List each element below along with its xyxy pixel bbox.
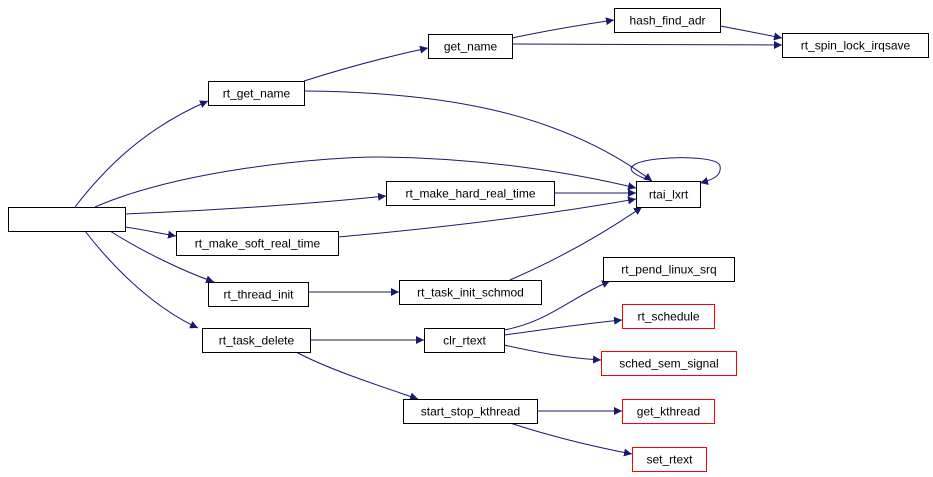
node-rt-make-hard-real-time[interactable]: rt_make_hard_real_time <box>386 181 555 206</box>
edge-hash-find-adr-to-rt-spin-lock-irqsave <box>719 25 783 41</box>
node-box <box>403 399 538 424</box>
node-label: rt_spin_lock_irqsave <box>801 39 911 53</box>
node-box <box>603 257 735 282</box>
node-box <box>424 328 505 353</box>
node-box <box>782 33 929 58</box>
node-box <box>428 34 513 59</box>
node-label: rtai_lxrt <box>649 188 689 202</box>
edge-clr-rtext-to-rt-schedule <box>503 316 623 336</box>
node-box <box>208 282 309 307</box>
edge-get-name-to-hash-find-adr <box>511 17 615 39</box>
node-rt-task-delete[interactable]: rt_task_delete <box>202 328 311 353</box>
node-box <box>622 304 715 329</box>
node-box <box>386 181 555 206</box>
node-label: rt_make_soft_real_time <box>195 237 321 251</box>
node-get-kthread[interactable]: get_kthread <box>622 399 715 424</box>
node-rt-make-soft-real-time[interactable]: rt_make_soft_real_time <box>176 231 339 256</box>
node-label: rt_make_hard_real_time <box>405 187 535 201</box>
node-rt-thread-init[interactable]: rt_thread_init <box>208 282 309 307</box>
edge-signal-suprt-fun-to-rtai-lxrt <box>94 156 637 208</box>
node-box <box>632 447 707 472</box>
edges-layer <box>74 17 783 457</box>
edge-rt-task-init-schmod-to-rtai-lxrt <box>509 206 643 281</box>
node-label: rt_thread_init <box>223 288 294 302</box>
node-label: signal_suprt_fun <box>23 213 111 227</box>
edge-rt-make-soft-real-time-to-rtai-lxrt <box>337 196 637 238</box>
node-rt-schedule[interactable]: rt_schedule <box>622 304 715 329</box>
edge-rt-get-name-to-get-name <box>303 45 429 82</box>
node-box <box>614 8 721 33</box>
node-rt-pend-linux-srq[interactable]: rt_pend_linux_srq <box>603 257 735 282</box>
node-label: get_kthread <box>637 405 700 419</box>
node-box <box>636 181 701 208</box>
node-label: rt_get_name <box>223 87 291 101</box>
edge-clr-rtext-to-sched-sem-signal <box>503 344 602 364</box>
node-label: sched_sem_signal <box>619 357 718 371</box>
edge-signal-suprt-fun-to-rt-thread-init <box>109 230 215 284</box>
node-label: rt_schedule <box>637 310 699 324</box>
nodes-layer: signal_suprt_fun rt_get_name get_name hash_… <box>8 8 929 472</box>
node-get-name[interactable]: get_name <box>428 34 513 59</box>
node-label: set_rtext <box>646 453 693 467</box>
edge-start-stop-kthread-to-set-rtext <box>509 422 633 457</box>
node-sched-sem-signal[interactable]: sched_sem_signal <box>601 351 737 376</box>
node-label: get_name <box>444 40 498 54</box>
edge-signal-suprt-fun-to-rt-make-soft-real-time <box>124 226 177 239</box>
node-box <box>399 280 542 305</box>
node-label: start_stop_kthread <box>421 405 520 419</box>
node-box <box>8 207 126 232</box>
node-box <box>202 328 311 353</box>
node-box <box>208 81 305 106</box>
edge-signal-suprt-fun-to-rt-get-name <box>74 100 209 208</box>
edge-rtai-lxrt-to-rtai-lxrt <box>630 157 721 185</box>
node-box <box>601 351 737 376</box>
edge-rt-task-delete-to-start-stop-kthread <box>295 351 419 401</box>
node-rt-spin-lock-irqsave[interactable]: rt_spin_lock_irqsave <box>782 33 929 58</box>
node-label: rt_task_delete <box>219 334 295 348</box>
edge-get-name-to-rt-spin-lock-irqsave <box>511 40 783 49</box>
node-set-rtext[interactable]: set_rtext <box>632 447 707 472</box>
node-hash-find-adr[interactable]: hash_find_adr <box>614 8 721 33</box>
edge-signal-suprt-fun-to-rt-task-delete <box>84 230 199 329</box>
node-rt-get-name[interactable]: rt_get_name <box>208 81 305 106</box>
node-start-stop-kthread[interactable]: start_stop_kthread <box>403 399 538 424</box>
edge-rt-get-name-to-rtai-lxrt <box>303 90 653 182</box>
node-label: rt_task_init_schmod <box>417 286 524 300</box>
node-rtai-lxrt[interactable]: rtai_lxrt <box>636 181 701 208</box>
node-box <box>622 399 715 424</box>
node-label: clr_rtext <box>443 334 486 348</box>
node-label: hash_find_adr <box>629 14 705 28</box>
edge-signal-suprt-fun-to-rt-make-hard-real-time <box>124 192 387 215</box>
node-box <box>176 231 339 256</box>
edge-clr-rtext-to-rt-pend-linux-srq <box>503 280 611 331</box>
node-signal-suprt-fun[interactable]: signal_suprt_fun <box>8 207 126 232</box>
node-clr-rtext[interactable]: clr_rtext <box>424 328 505 353</box>
node-rt-task-init-schmod[interactable]: rt_task_init_schmod <box>399 280 542 305</box>
node-label: rt_pend_linux_srq <box>621 263 716 277</box>
